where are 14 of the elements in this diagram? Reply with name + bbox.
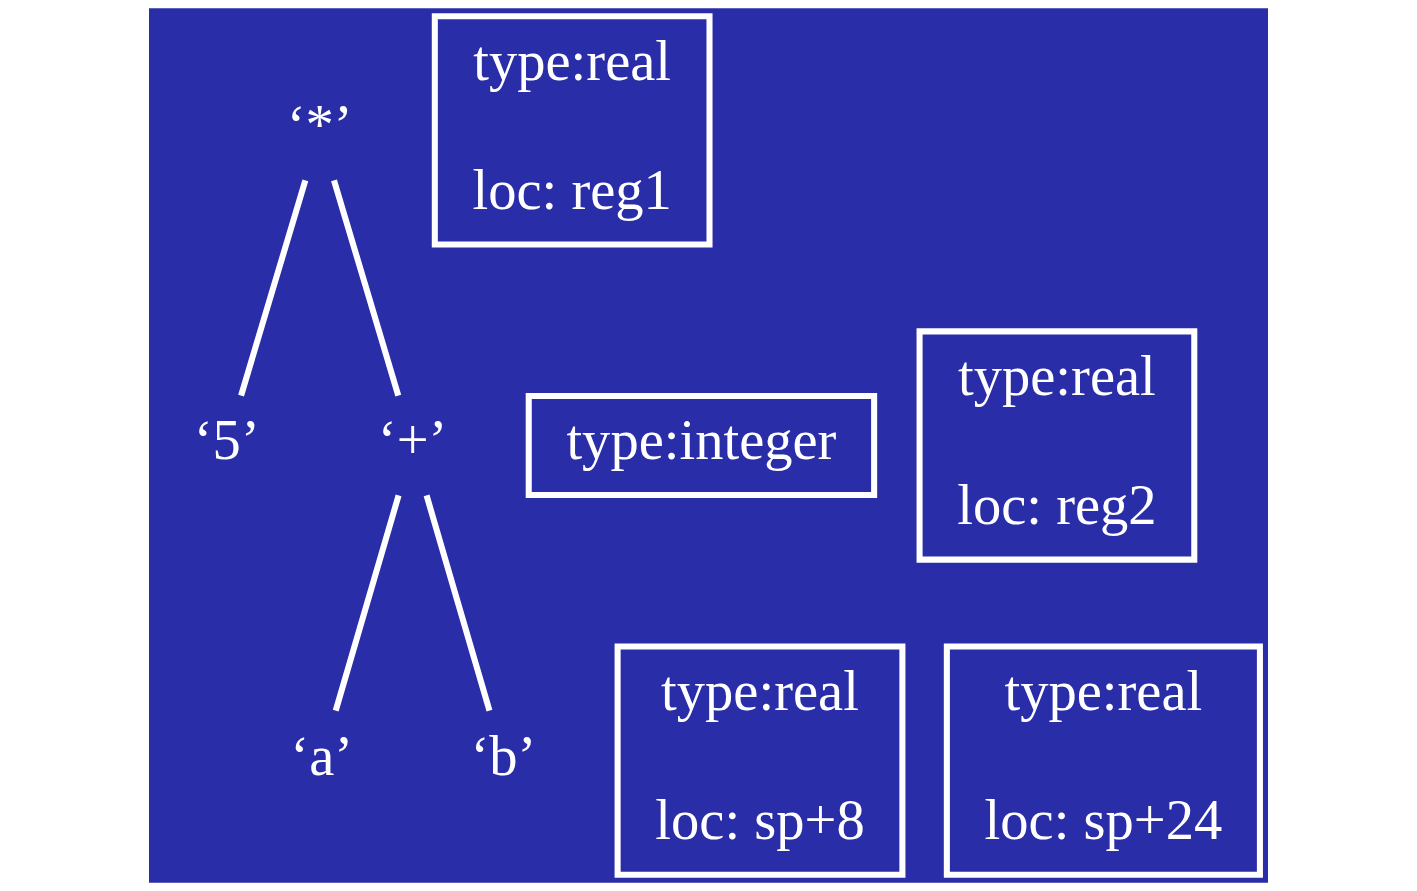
node-box: type:real loc: reg2 bbox=[916, 328, 1198, 563]
node-box: type:real loc: reg1 bbox=[431, 13, 713, 248]
connector bbox=[238, 179, 309, 397]
node-box: type:integer bbox=[525, 393, 878, 498]
node-text: ‘*’ bbox=[286, 94, 353, 157]
node-box: type:real loc: sp+24 bbox=[943, 643, 1263, 878]
node-text: ‘b’ bbox=[470, 724, 537, 787]
connector bbox=[423, 494, 493, 712]
connector bbox=[332, 494, 402, 712]
connector bbox=[331, 179, 402, 397]
node-text: ‘a’ bbox=[290, 724, 354, 787]
node-text: ‘+’ bbox=[377, 409, 448, 472]
node-box: type:real loc: sp+8 bbox=[614, 643, 906, 878]
node-text: ‘5’ bbox=[193, 409, 260, 472]
